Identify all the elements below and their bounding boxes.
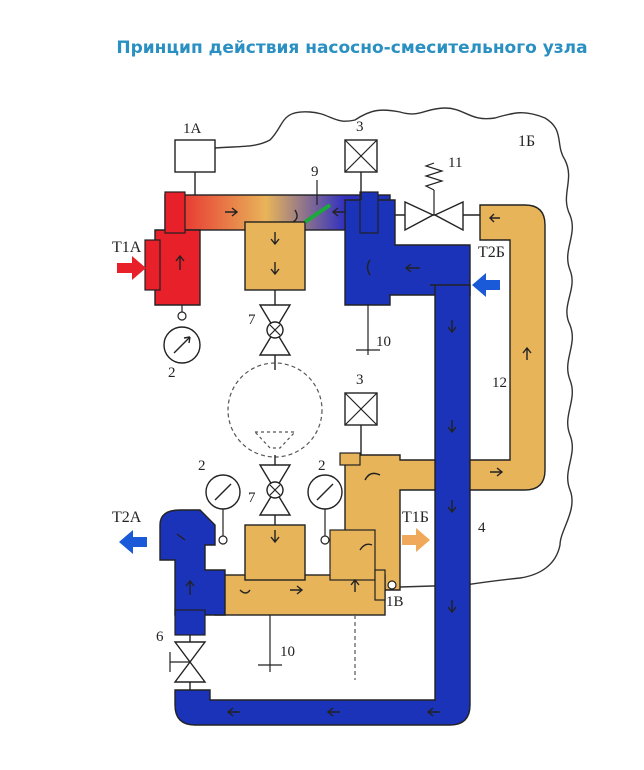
label-10-bottom: 10 (280, 644, 295, 660)
label-3-mid: 3 (356, 372, 364, 388)
t1a-arrow-icon (117, 256, 146, 280)
label-t2b: Т2Б (478, 244, 505, 261)
label-10-top: 10 (376, 334, 391, 350)
t2b-arrow-icon (472, 273, 500, 297)
valve-11 (404, 200, 464, 232)
cold-return-pipe-4 (174, 284, 471, 726)
label-11: 11 (448, 155, 462, 171)
cold-supply-bottom (159, 509, 226, 616)
label-7-top: 7 (248, 312, 256, 328)
page-title: Принцип действия насосно-смесительного у… (116, 38, 588, 58)
check-valve-9 (303, 203, 332, 224)
label-9: 9 (311, 164, 319, 180)
label-1b: 1Б (518, 133, 535, 150)
label-t1b: Т1Б (402, 509, 429, 526)
t2a-arrow-icon (119, 530, 147, 554)
mixed-bottom-main (214, 574, 386, 616)
label-7-mid: 7 (248, 490, 256, 506)
label-2-right: 2 (318, 458, 326, 474)
label-t2a: Т2А (112, 509, 142, 526)
wavy-boundary (214, 107, 574, 588)
label-6: 6 (156, 629, 164, 645)
label-2-left: 2 (198, 458, 206, 474)
t1b-arrow-icon (402, 528, 430, 552)
label-12: 12 (492, 375, 507, 391)
label-1a: 1А (183, 121, 202, 137)
label-3-top: 3 (356, 119, 364, 135)
label-2-top: 2 (168, 365, 176, 381)
bypass-pipe-12 (469, 204, 546, 491)
pump-dashed-circle (227, 362, 323, 458)
label-1v: 1В (386, 594, 404, 610)
sensor-1a-box (174, 139, 216, 173)
label-t1a: Т1А (112, 239, 142, 256)
hot-supply-pipe (154, 229, 201, 306)
label-4: 4 (478, 520, 486, 536)
